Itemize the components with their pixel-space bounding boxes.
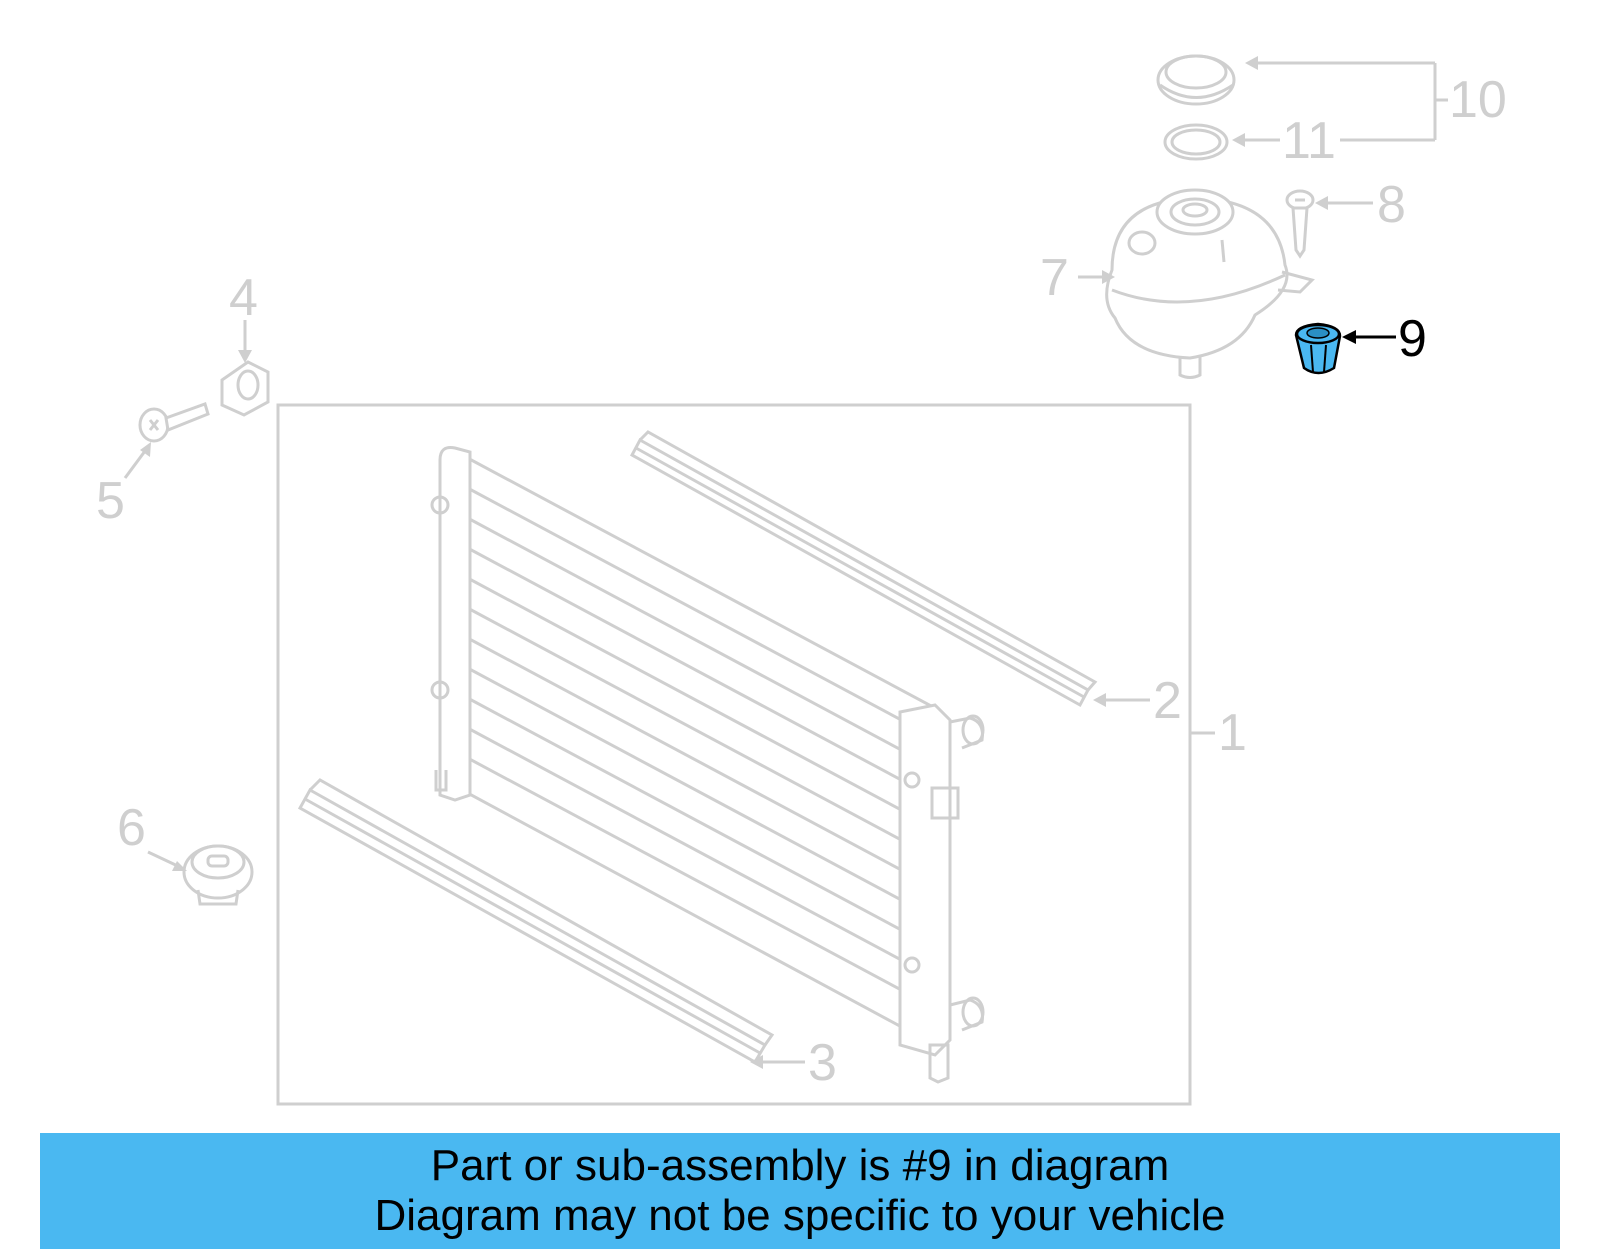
tank-screw (1285, 189, 1315, 259)
callout-1[interactable]: 1 (1218, 704, 1247, 762)
callout-5[interactable]: 5 (96, 472, 125, 530)
callout-4[interactable]: 4 (229, 269, 258, 327)
callout-7[interactable]: 7 (1040, 249, 1069, 307)
callout-9[interactable]: 9 (1398, 310, 1427, 368)
radiator-core (430, 446, 985, 1084)
callout-2[interactable]: 2 (1153, 672, 1182, 730)
drain-plug (182, 844, 254, 906)
caption-banner: Part or sub-assembly is #9 in diagram Di… (40, 1133, 1560, 1249)
callout-10[interactable]: 10 (1449, 71, 1507, 129)
cap-seal-ring (1163, 123, 1229, 161)
mounting-bracket (220, 360, 270, 417)
callout-11[interactable]: 11 (1282, 112, 1336, 170)
callout-3[interactable]: 3 (808, 1034, 837, 1092)
expansion-tank (1105, 188, 1315, 379)
upper-seal-strip (629, 430, 1098, 708)
highlighted-part-nut[interactable] (1294, 322, 1342, 375)
caption-line-1: Part or sub-assembly is #9 in diagram (430, 1141, 1170, 1190)
mounting-bolt (138, 402, 210, 443)
callout-8[interactable]: 8 (1377, 176, 1406, 234)
radiator-assembly-frame (276, 403, 1192, 1106)
leader-line-9 (1342, 330, 1396, 344)
callout-6[interactable]: 6 (117, 799, 146, 857)
expansion-tank-cap (1156, 54, 1236, 106)
caption-line-2: Diagram may not be specific to your vehi… (374, 1191, 1226, 1240)
leader-lines (123, 56, 1448, 1069)
